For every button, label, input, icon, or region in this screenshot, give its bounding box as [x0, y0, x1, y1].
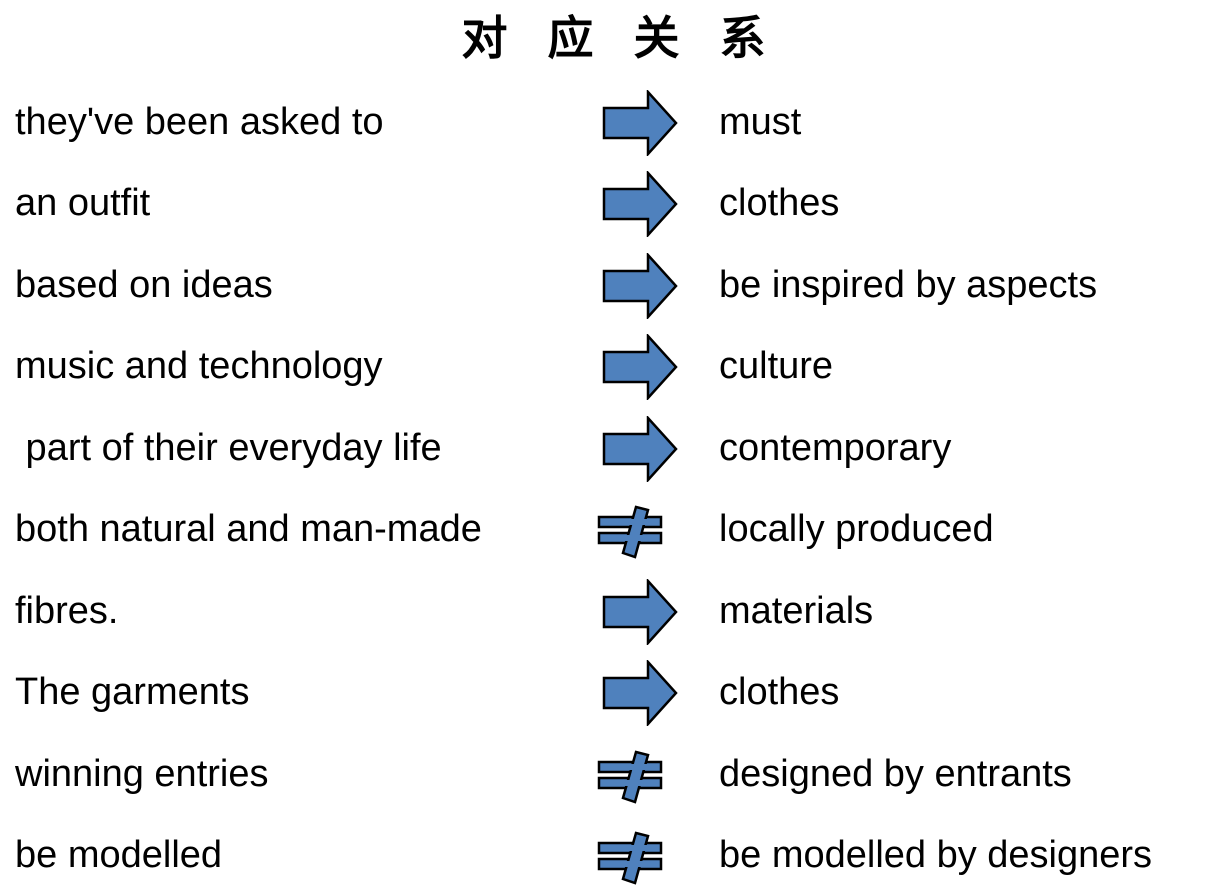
- table-row: based on ideas be inspired by aspects: [0, 245, 1227, 325]
- page-title: 对应关系: [461, 11, 806, 65]
- source-phrase: be modelled: [15, 834, 223, 876]
- source-phrase: fibres.: [15, 590, 119, 632]
- source-phrase: The garments: [15, 671, 250, 713]
- target-phrase: materials: [719, 590, 874, 632]
- arrow-right-icon: [600, 88, 680, 158]
- table-row: winning entries designed by entrants: [0, 734, 1227, 814]
- target-phrase: clothes: [719, 182, 840, 224]
- source-phrase: part of their everyday life: [15, 427, 442, 469]
- target-phrase: be modelled by designers: [719, 834, 1153, 876]
- target-phrase: must: [719, 101, 802, 143]
- source-phrase: based on ideas: [15, 264, 273, 306]
- source-phrase: an outfit: [15, 182, 151, 224]
- table-row: they've been asked to must: [0, 82, 1227, 162]
- arrow-right-icon: [600, 169, 680, 239]
- arrow-right-icon: [600, 251, 680, 321]
- target-phrase: clothes: [719, 671, 840, 713]
- arrow-right-icon: [600, 658, 680, 728]
- not-equal-icon: [596, 740, 676, 806]
- arrow-right-icon: [600, 332, 680, 402]
- table-row: music and technology culture: [0, 326, 1227, 406]
- not-equal-icon: [596, 821, 676, 887]
- source-phrase: they've been asked to: [15, 101, 384, 143]
- source-phrase: music and technology: [15, 345, 383, 387]
- target-phrase: locally produced: [719, 508, 994, 550]
- table-row: both natural and man-made locally produce…: [0, 489, 1227, 569]
- source-phrase: winning entries: [15, 753, 269, 795]
- table-row: be modelled be modelled by designers: [0, 815, 1227, 895]
- target-phrase: contemporary: [719, 427, 952, 469]
- table-row: an outfit clothes: [0, 163, 1227, 243]
- not-equal-icon: [596, 495, 676, 561]
- source-phrase: both natural and man-made: [15, 508, 482, 550]
- table-row: The garments clothes: [0, 652, 1227, 732]
- target-phrase: be inspired by aspects: [719, 264, 1098, 306]
- table-row: part of their everyday life contemporary: [0, 408, 1227, 488]
- arrow-right-icon: [600, 414, 680, 484]
- target-phrase: designed by entrants: [719, 753, 1072, 795]
- table-row: fibres. materials: [0, 571, 1227, 651]
- target-phrase: culture: [719, 345, 834, 387]
- arrow-right-icon: [600, 577, 680, 647]
